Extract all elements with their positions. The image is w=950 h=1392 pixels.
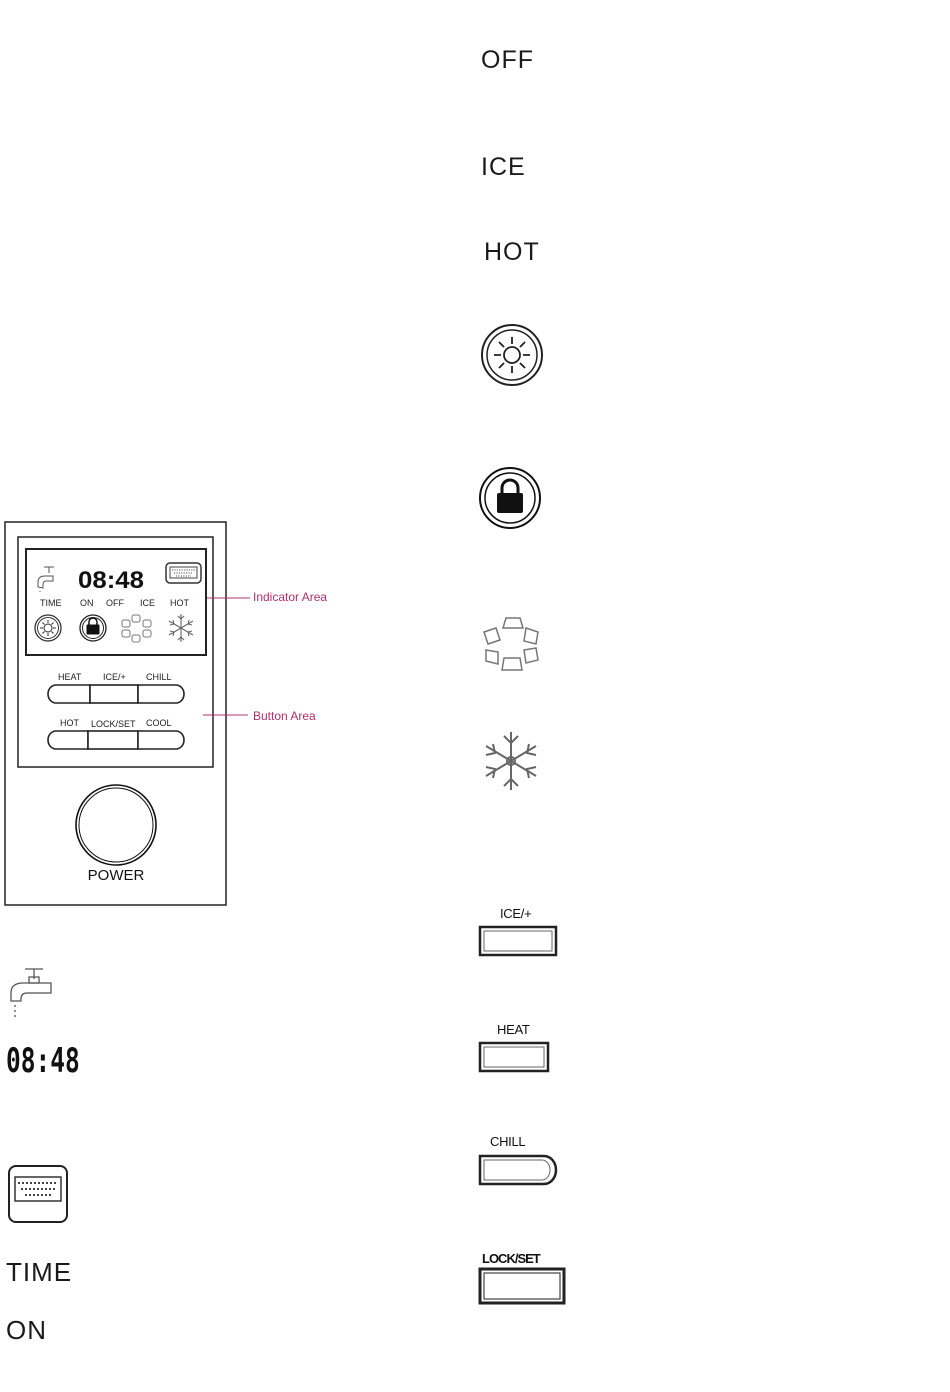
- legend-lock-set-caption: LOCK/SET: [482, 1251, 540, 1266]
- panel-button-label-lock-set: LOCK/SET: [91, 719, 136, 729]
- hot-button[interactable]: [48, 731, 88, 749]
- sun-heat-icon: [35, 615, 61, 641]
- indicator-label-on: ON: [80, 598, 94, 608]
- legend-on-label: ON: [6, 1315, 47, 1346]
- indicator-label-hot: HOT: [170, 598, 190, 608]
- legend-clock: 08:48: [6, 1041, 108, 1081]
- filter-grid-icon: [166, 563, 201, 583]
- legend-sun-heat-icon: [480, 323, 544, 387]
- panel-button-label-chill: CHILL: [146, 672, 172, 682]
- panel-clock: 08:48: [78, 567, 144, 594]
- legend-snowflake-icon: [480, 730, 542, 792]
- legend-ice-plus-caption: ICE/+: [500, 906, 531, 921]
- legend-heat-caption: HEAT: [497, 1022, 530, 1037]
- ice-plus-button[interactable]: [90, 685, 138, 703]
- legend-tap-icon: [5, 963, 57, 1025]
- panel-button-label-ice-plus: ICE/+: [103, 672, 126, 682]
- indicator-area-annotation: Indicator Area: [253, 590, 343, 604]
- indicator-label-ice: ICE: [140, 598, 155, 608]
- legend-lock-set-button: [478, 1266, 568, 1308]
- legend-lock-icon: [478, 466, 542, 530]
- heat-button[interactable]: [48, 685, 90, 703]
- panel-button-label-cool: COOL: [146, 718, 172, 728]
- panel-button-label-hot: HOT: [60, 718, 80, 728]
- legend-chill-caption: CHILL: [490, 1134, 525, 1149]
- legend-time-label: TIME: [6, 1257, 72, 1288]
- legend-ice-cubes-icon: [480, 614, 546, 674]
- indicator-label-off: OFF: [106, 598, 124, 608]
- legend-hot-label: HOT: [484, 238, 540, 267]
- legend-filter-grid-icon: [7, 1164, 69, 1226]
- power-label: POWER: [88, 867, 145, 884]
- legend-ice-plus-button: [478, 924, 560, 958]
- cool-button[interactable]: [138, 731, 184, 749]
- legend-off-label: OFF: [481, 46, 534, 75]
- legend-chill-button: [478, 1152, 560, 1188]
- legend-clock-value: 08:48: [6, 1041, 80, 1081]
- chill-button[interactable]: [138, 685, 184, 703]
- lock-set-button[interactable]: [88, 731, 138, 749]
- panel-button-label-heat: HEAT: [58, 672, 82, 682]
- legend-heat-button: [478, 1040, 552, 1074]
- bottom-button-row: [48, 731, 184, 749]
- legend-ice-label: ICE: [481, 153, 526, 182]
- button-area-annotation: Button Area: [253, 709, 316, 723]
- lock-icon: [80, 615, 106, 641]
- power-button[interactable]: [76, 785, 156, 865]
- top-button-row: [48, 685, 184, 703]
- indicator-label-time: TIME: [40, 598, 62, 608]
